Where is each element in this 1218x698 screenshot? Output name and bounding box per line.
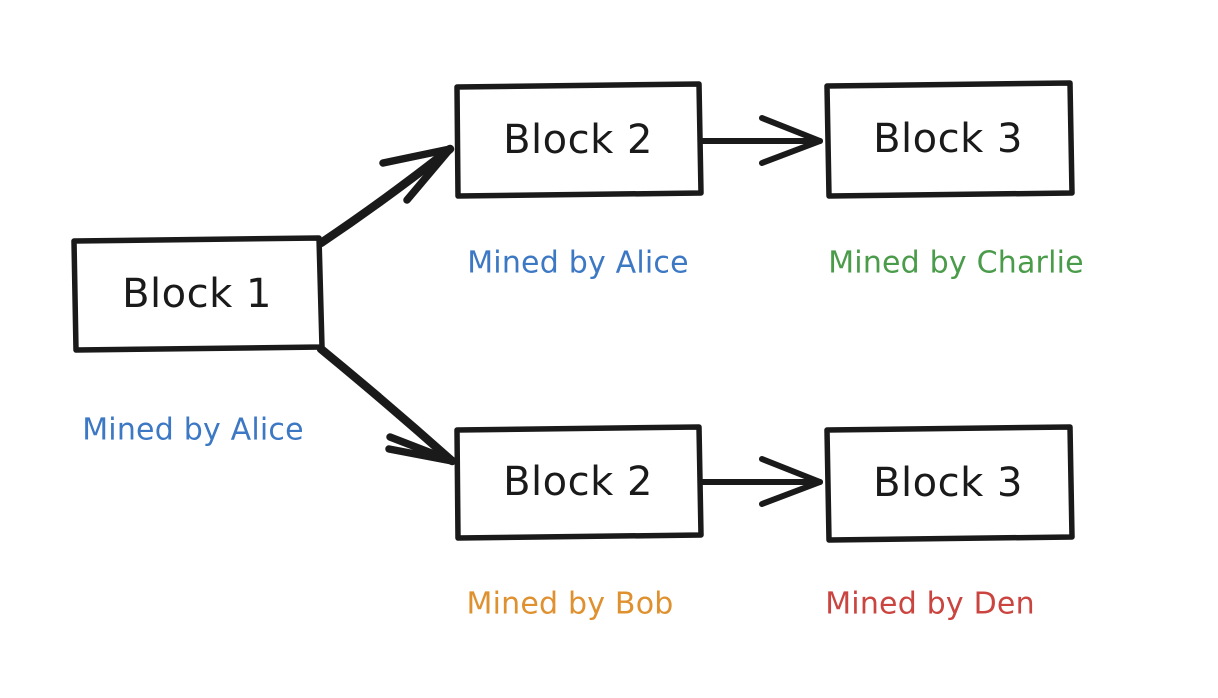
- arrow-block2-to-block3-bottom: [698, 456, 823, 507]
- miner-label-block-3-bottom: Mined by Den: [825, 586, 1035, 622]
- block-1-label: Block 1: [122, 271, 272, 317]
- block-3-top-shape[interactable]: [824, 80, 1075, 199]
- miner-label-block-2-top: Mined by Alice: [467, 245, 689, 281]
- arrow-block2-to-block3-top: [698, 115, 823, 166]
- miner-label-block-3-top: Mined by Charlie: [828, 245, 1084, 281]
- arrow-block1-to-block2-top: [316, 144, 455, 248]
- block-3-top-label: Block 3: [873, 116, 1023, 162]
- block-3-bottom-shape[interactable]: [824, 424, 1075, 543]
- block-2-bottom-shape[interactable]: [454, 424, 704, 541]
- miner-label-block-1: Mined by Alice: [82, 412, 304, 448]
- miner-label-block-2-bottom: Mined by Bob: [466, 586, 674, 622]
- block-2-bottom-label: Block 2: [503, 459, 653, 505]
- arrow-block1-to-block2-bottom: [316, 344, 457, 466]
- block-2-top-shape[interactable]: [454, 81, 704, 199]
- block-2-top-label: Block 2: [503, 117, 653, 163]
- block-3-bottom-label: Block 3: [873, 460, 1023, 506]
